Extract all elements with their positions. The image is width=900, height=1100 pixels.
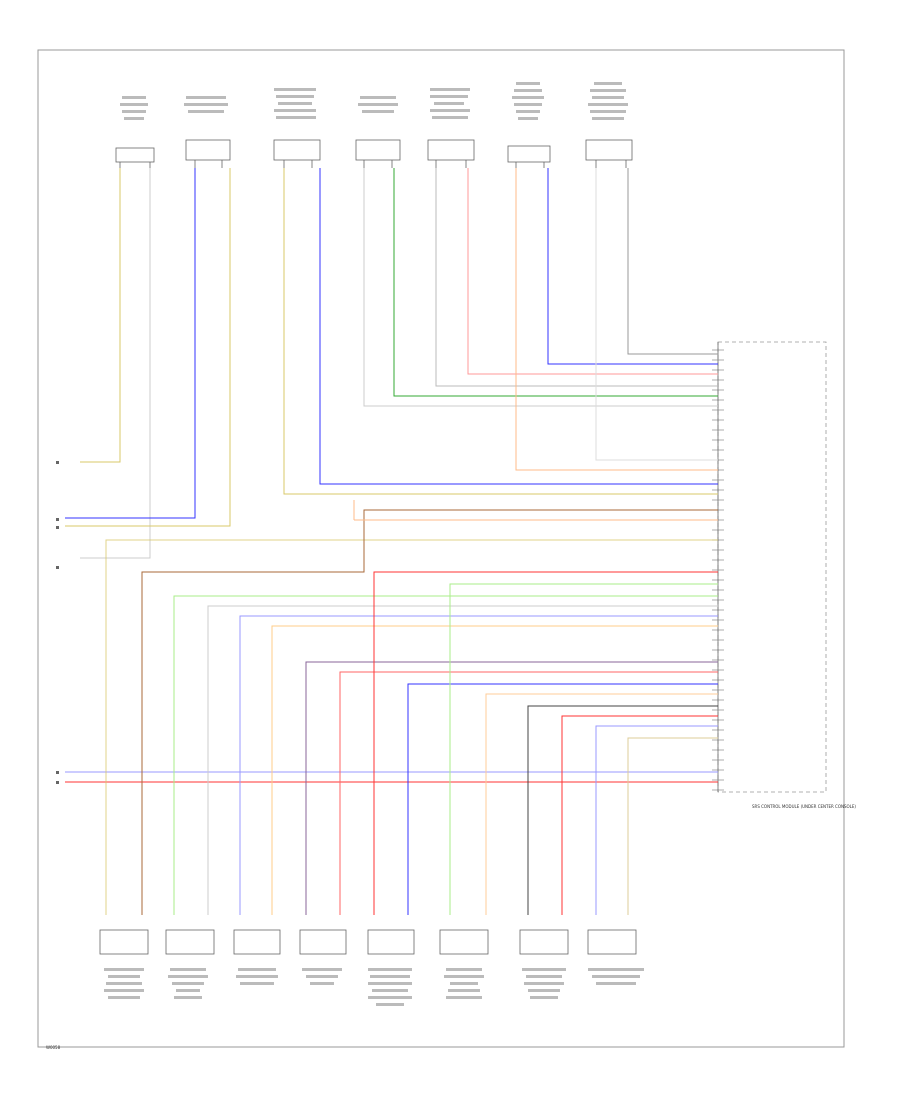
wire-c1-a	[80, 168, 121, 463]
wire-c4-b	[393, 168, 718, 397]
diagram-frame	[37, 49, 845, 1048]
srs-module: SRS CONTROL MODULE (UNDER CENTER CONSOLE…	[717, 341, 856, 809]
wire-c3-b	[319, 168, 718, 485]
top-component-7	[585, 139, 633, 168]
wire-c7-b	[627, 168, 718, 355]
wire-b2-a	[173, 595, 718, 915]
wire-c4-a	[363, 168, 718, 407]
wire-c6-b	[547, 168, 718, 365]
bottom-component-5	[367, 929, 415, 955]
top-component-2	[185, 139, 231, 168]
bottom-component-4	[299, 929, 347, 955]
wire-c7-a	[595, 168, 718, 461]
bottom-component-6	[439, 929, 489, 955]
top-component-5	[427, 139, 475, 168]
wire-c3-a	[283, 168, 718, 495]
bottom-component-1	[99, 929, 149, 955]
wire-b8-b	[627, 737, 718, 915]
wire-b5-a	[373, 571, 718, 915]
top-component-1	[115, 147, 155, 168]
bottom-component-2	[165, 929, 215, 955]
left-stubs	[56, 461, 59, 784]
srs-module-label: SRS CONTROL MODULE (UNDER CENTER CONSOLE…	[752, 804, 856, 809]
wire-b4-b	[339, 671, 718, 915]
wire-b1-b	[141, 509, 718, 915]
bottom-components	[99, 929, 637, 955]
wire-b1-a	[105, 539, 718, 915]
wire-c2-a	[65, 168, 196, 519]
wire-b8-a	[595, 725, 718, 915]
wire-b3-a	[239, 615, 718, 915]
wire-c1-b	[80, 168, 151, 559]
wire-b7-b	[561, 715, 718, 915]
figure-id: W0058	[46, 1045, 61, 1050]
top-component-3	[273, 139, 321, 168]
top-component-labels	[120, 82, 628, 120]
wire-b5-b	[407, 683, 718, 915]
module-pin-ticks	[712, 349, 724, 791]
bottom-wires	[65, 500, 718, 915]
wire-b3-b	[271, 625, 718, 915]
wire-b4-a	[305, 661, 718, 915]
wire-c5-b	[467, 168, 718, 375]
wire-b2-b	[207, 605, 718, 915]
bottom-component-8	[587, 929, 637, 955]
bottom-component-labels	[104, 968, 644, 1006]
bottom-component-3	[233, 929, 281, 955]
top-components	[115, 139, 633, 168]
wire-c2-b	[65, 168, 231, 527]
wire-c5-a	[435, 168, 718, 387]
bottom-component-7	[519, 929, 569, 955]
wire-c6-a	[515, 168, 718, 471]
wire-b6-a	[449, 583, 718, 915]
top-component-6	[507, 145, 551, 168]
top-component-4	[355, 139, 401, 168]
wire-b6-b	[485, 693, 718, 915]
wire-b7-a	[527, 705, 718, 915]
top-wires	[65, 168, 718, 559]
